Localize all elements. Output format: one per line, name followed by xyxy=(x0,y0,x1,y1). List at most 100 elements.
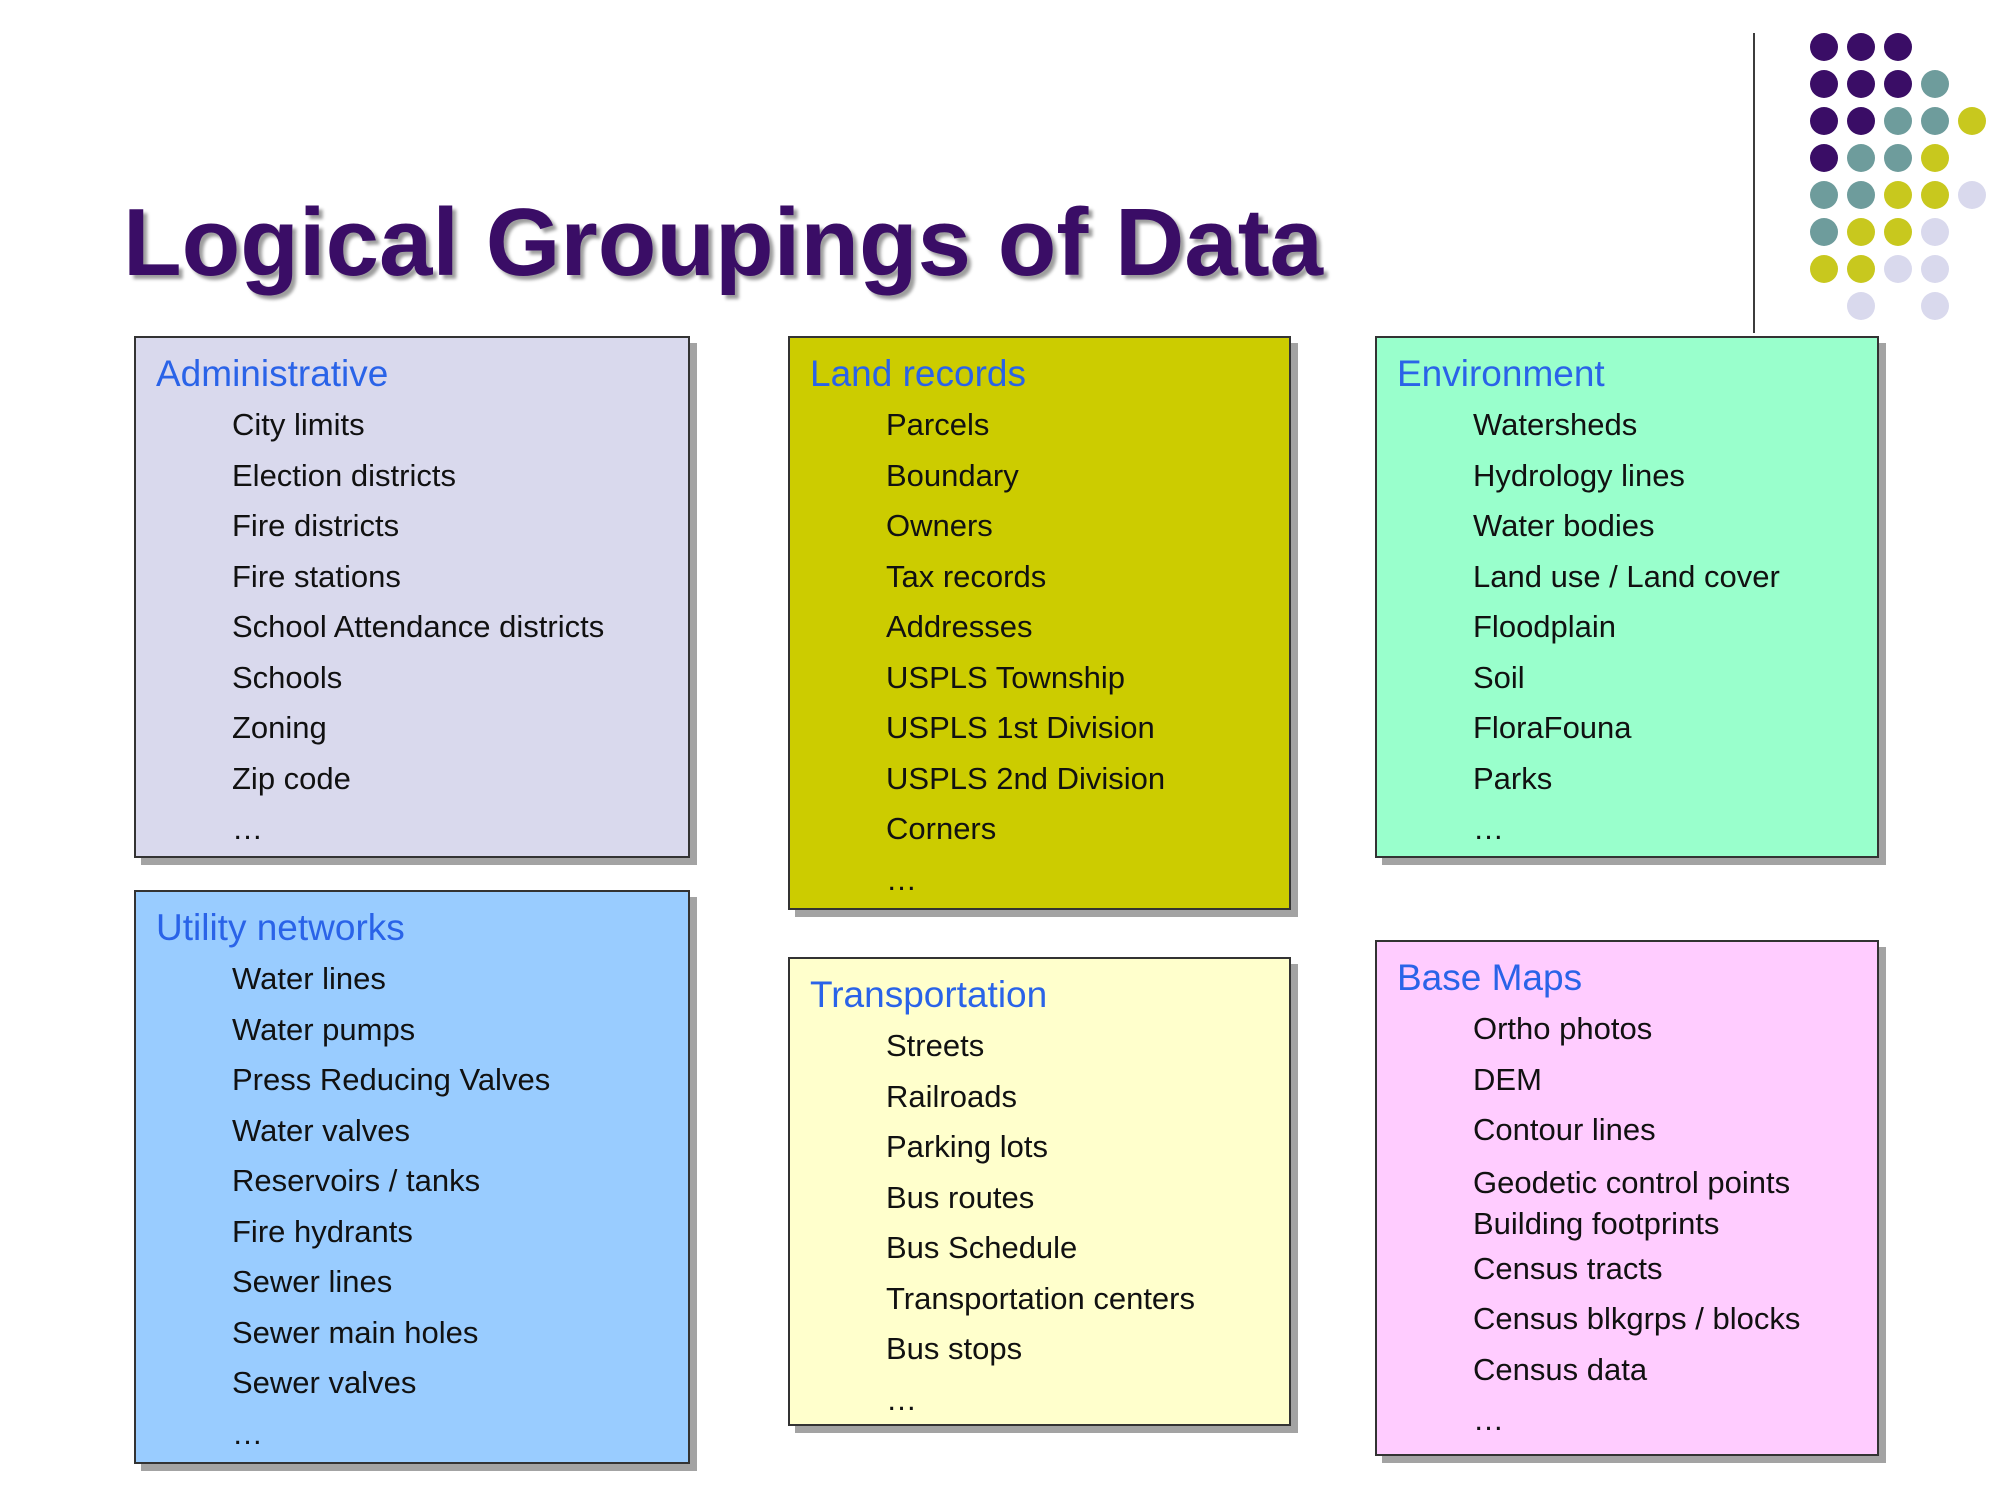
decorative-dot xyxy=(1810,218,1838,246)
list-item: Boundary xyxy=(886,457,1019,493)
list-item: School Attendance districts xyxy=(232,609,605,644)
list-item: Census data xyxy=(1473,1351,1648,1387)
base-maps-box: Base Maps Ortho photos DEM Contour lines… xyxy=(1375,940,1879,1456)
decorative-dot xyxy=(1921,70,1949,98)
decorative-dot xyxy=(1810,70,1838,98)
list-item: Bus routes xyxy=(886,1179,1035,1215)
decorative-dot xyxy=(1847,292,1875,320)
list-item: Schools xyxy=(232,659,343,695)
environment-box: Environment Watersheds Hydrology lines W… xyxy=(1375,336,1879,858)
list-item: Census tracts xyxy=(1473,1250,1663,1286)
list-item: Sewer valves xyxy=(232,1365,417,1400)
decorative-dot xyxy=(1847,33,1875,61)
list-item: Sewer lines xyxy=(232,1264,393,1299)
decorative-dot xyxy=(1921,292,1949,320)
list-item: Parking lots xyxy=(886,1129,1048,1164)
list-item: Fire stations xyxy=(232,558,401,594)
decorative-dot xyxy=(1847,144,1875,172)
list-item: Election districts xyxy=(232,457,456,493)
decorative-dot xyxy=(1921,144,1949,172)
list-item: USPLS Township xyxy=(886,659,1125,695)
decorative-dot xyxy=(1884,218,1912,246)
decorative-dot xyxy=(1847,107,1875,135)
list-item: Water valves xyxy=(232,1112,411,1148)
decorative-dot xyxy=(1884,255,1912,283)
list-item: Streets xyxy=(886,1028,985,1063)
decorative-dot xyxy=(1810,144,1838,172)
decorative-dot xyxy=(1810,107,1838,135)
decorative-dot xyxy=(1810,255,1838,283)
administrative-list: City limits Election districts Fire dist… xyxy=(156,400,688,855)
list-item: Sewer main holes xyxy=(232,1314,479,1350)
utility-networks-heading: Utility networks xyxy=(156,907,405,948)
list-item: Land use / Land cover xyxy=(1473,558,1780,594)
list-item: Parks xyxy=(1473,760,1553,796)
list-item: Bus stops xyxy=(886,1331,1023,1366)
list-item: … xyxy=(232,811,263,846)
administrative-box: Administrative City limits Election dist… xyxy=(134,336,690,858)
utility-networks-list: Water lines Water pumps Press Reducing V… xyxy=(156,954,688,1459)
administrative-heading: Administrative xyxy=(156,353,389,394)
list-item: Fire hydrants xyxy=(232,1213,413,1249)
transportation-heading: Transportation xyxy=(810,974,1048,1015)
list-item: Ortho photos xyxy=(1473,1011,1653,1046)
base-maps-heading: Base Maps xyxy=(1397,957,1583,998)
base-maps-list: Ortho photos DEM Contour lines Geodetic … xyxy=(1397,1004,1877,1446)
list-item: Watersheds xyxy=(1473,407,1638,442)
decorative-dot xyxy=(1847,255,1875,283)
list-item: … xyxy=(1473,811,1504,846)
decorative-dot xyxy=(1884,70,1912,98)
land-records-box: Land records Parcels Boundary Owners Tax… xyxy=(788,336,1291,910)
list-item: Water bodies xyxy=(1473,508,1655,543)
list-item: Contour lines xyxy=(1473,1112,1656,1147)
list-item: … xyxy=(886,1381,917,1417)
decorative-dot xyxy=(1921,218,1949,246)
decorative-dot xyxy=(1847,70,1875,98)
slide-title: Logical Groupings of Data xyxy=(123,189,1324,296)
list-item: Owners xyxy=(886,508,993,543)
list-item: Zip code xyxy=(232,760,351,796)
transportation-box: Transportation Streets Railroads Parking… xyxy=(788,957,1291,1426)
decorative-dot xyxy=(1884,107,1912,135)
list-item: Railroads xyxy=(886,1078,1017,1114)
decorative-dot xyxy=(1921,181,1949,209)
list-item: Bus Schedule xyxy=(886,1230,1078,1265)
decorative-dot xyxy=(1921,255,1949,283)
decorative-dot xyxy=(1958,181,1986,209)
list-item: Census blkgrps / blocks xyxy=(1473,1301,1801,1336)
list-item: … xyxy=(1473,1402,1504,1437)
land-records-list: Parcels Boundary Owners Tax records Addr… xyxy=(810,400,1289,905)
decorative-dot xyxy=(1884,144,1912,172)
list-item: Addresses xyxy=(886,609,1033,644)
environment-heading: Environment xyxy=(1397,353,1605,394)
environment-list: Watersheds Hydrology lines Water bodies … xyxy=(1397,400,1877,855)
land-records-heading: Land records xyxy=(810,353,1026,394)
decorative-dot xyxy=(1810,181,1838,209)
decorative-dot xyxy=(1884,33,1912,61)
transportation-list: Streets Railroads Parking lots Bus route… xyxy=(810,1021,1289,1425)
decorative-dot xyxy=(1921,107,1949,135)
list-item: Zoning xyxy=(232,710,327,745)
decorative-dot xyxy=(1958,107,1986,135)
decorative-dot xyxy=(1847,218,1875,246)
list-item: Hydrology lines xyxy=(1473,457,1685,493)
vertical-divider-line xyxy=(1753,33,1755,333)
list-item: Floodplain xyxy=(1473,609,1617,644)
list-item: Corners xyxy=(886,811,997,846)
list-item: … xyxy=(886,861,917,897)
list-item: Reservoirs / tanks xyxy=(232,1163,481,1198)
list-item: Water pumps xyxy=(232,1011,416,1047)
decorative-dot xyxy=(1884,181,1912,209)
list-item: USPLS 1st Division xyxy=(886,710,1155,745)
list-item: Tax records xyxy=(886,558,1047,594)
list-item: Water lines xyxy=(232,961,386,996)
list-item: Parcels xyxy=(886,407,990,442)
list-item: Press Reducing Valves xyxy=(232,1062,551,1097)
list-item: USPLS 2nd Division xyxy=(886,760,1166,796)
utility-networks-box: Utility networks Water lines Water pumps… xyxy=(134,890,690,1464)
list-item: … xyxy=(232,1415,263,1451)
list-item: FloraFouna xyxy=(1473,710,1632,745)
list-item: Soil xyxy=(1473,659,1525,695)
list-item: Fire districts xyxy=(232,508,400,543)
list-item: Transportation centers xyxy=(886,1280,1196,1316)
